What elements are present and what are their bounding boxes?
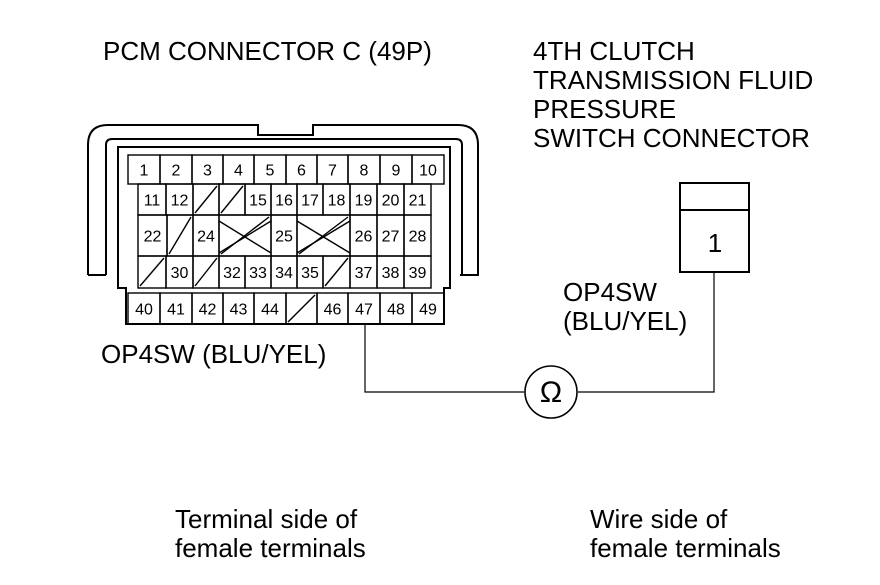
switch-wire-label-line-1: OP4SW — [563, 277, 657, 307]
pcm-terminal-42: 42 — [199, 302, 217, 319]
switch-wire-label-line-2: (BLU/YEL) — [563, 306, 688, 336]
pcm-terminal-22: 22 — [144, 229, 162, 246]
pcm-housing-outline — [87, 124, 479, 276]
pcm-row-5: 40 41 42 43 44 46 47 48 49 — [127, 292, 445, 325]
pcm-row-2: 11 12 15 16 17 18 19 20 21 — [137, 183, 432, 216]
pcm-terminal-4: 4 — [234, 163, 243, 180]
pcm-terminal-32: 32 — [223, 265, 241, 282]
pcm-terminal-17: 17 — [301, 193, 319, 210]
pcm-terminal-18: 18 — [328, 193, 346, 210]
pcm-terminal-48: 48 — [387, 302, 405, 319]
pcm-terminal-20: 20 — [382, 193, 400, 210]
pcm-terminal-38: 38 — [382, 265, 400, 282]
pcm-terminal-46: 46 — [324, 302, 342, 319]
switch-connector-title-line-1: 4TH CLUTCH — [533, 36, 695, 66]
pcm-terminal-47: 47 — [355, 302, 373, 319]
pcm-terminal-11: 11 — [144, 193, 161, 210]
right-caption-line-1: Wire side of — [590, 504, 728, 534]
pcm-terminal-34: 34 — [275, 265, 293, 282]
pcm-terminal-21: 21 — [409, 193, 427, 210]
left-caption-line-1: Terminal side of — [175, 504, 358, 534]
pcm-terminal-28: 28 — [409, 229, 427, 246]
pcm-terminal-3: 3 — [203, 163, 212, 180]
switch-connector-title-line-4: SWITCH CONNECTOR — [533, 123, 810, 153]
pcm-terminal-24: 24 — [197, 229, 215, 246]
blank-cavity-slash — [194, 257, 218, 287]
pcm-terminal-16: 16 — [275, 193, 293, 210]
switch-connector: 1 — [679, 182, 750, 273]
blank-cavity-slash — [139, 257, 165, 287]
crossed-cavity-a-2 — [218, 220, 272, 254]
probe-wire-switch — [578, 272, 715, 393]
pcm-terminal-44: 44 — [261, 302, 279, 319]
pcm-terminal-33: 33 — [249, 265, 267, 282]
switch-connector-body — [679, 182, 750, 273]
ohm-symbol-icon: Ω — [540, 376, 562, 409]
blank-cavity-slash — [194, 185, 218, 214]
pcm-terminal-37: 37 — [355, 265, 373, 282]
pcm-terminal-30: 30 — [171, 265, 189, 282]
pcm-terminal-35: 35 — [301, 265, 319, 282]
test-wires: Ω — [364, 272, 715, 419]
switch-connector-title-line-2: TRANSMISSION FLUID — [533, 65, 814, 95]
pcm-terminal-49: 49 — [419, 302, 437, 319]
crossed-cavity-b-2 — [296, 220, 351, 254]
left-caption-line-2: female terminals — [175, 533, 366, 563]
switch-connector-title-line-3: PRESSURE — [533, 94, 677, 124]
pcm-terminal-1: 1 — [140, 163, 149, 180]
blank-cavity-slash — [168, 216, 192, 255]
pcm-terminal-10: 10 — [419, 163, 437, 180]
pcm-terminal-41: 41 — [167, 302, 185, 319]
pcm-terminal-49-box — [411, 292, 445, 325]
pcm-connector-title: PCM CONNECTOR C (49P) — [103, 36, 432, 66]
pcm-terminal-2: 2 — [172, 163, 181, 180]
pcm-terminal-6: 6 — [297, 163, 306, 180]
pcm-row-1: 1 2 3 4 5 6 7 8 9 10 — [127, 154, 445, 185]
pcm-terminal-39: 39 — [409, 265, 427, 282]
pcm-terminal-5: 5 — [266, 163, 275, 180]
switch-terminal-1: 1 — [708, 228, 722, 258]
blank-cavity-slash — [220, 185, 244, 214]
pcm-terminal-26: 26 — [355, 229, 373, 246]
pcm-terminal-25: 25 — [275, 229, 293, 246]
pcm-row-3: 22 24 25 26 27 28 — [137, 214, 432, 257]
pcm-terminal-19: 19 — [355, 193, 373, 210]
pcm-terminal-43: 43 — [230, 302, 248, 319]
pcm-terminal-12: 12 — [171, 193, 189, 210]
pcm-terminal-9: 9 — [392, 163, 401, 180]
pcm-terminal-8: 8 — [360, 163, 369, 180]
probe-wire-pcm — [364, 324, 524, 393]
blank-cavity-slash — [298, 216, 349, 255]
pcm-wire-label: OP4SW (BLU/YEL) — [101, 339, 327, 369]
blank-cavity-slash — [220, 216, 270, 255]
right-caption-line-2: female terminals — [590, 533, 781, 563]
pcm-terminal-40: 40 — [135, 302, 153, 319]
blank-cavity-slash — [324, 257, 349, 287]
pcm-terminal-39-box — [403, 255, 432, 289]
pcm-terminal-7: 7 — [328, 163, 337, 180]
blank-cavity-slash — [287, 294, 316, 323]
ohmmeter-circle — [524, 365, 578, 419]
pcm-terminal-15: 15 — [249, 193, 267, 210]
pcm-terminal-27: 27 — [382, 229, 400, 246]
pcm-row-4: 30 32 33 34 35 37 38 39 — [137, 255, 432, 289]
pcm-housing-inner-outline — [105, 138, 463, 275]
